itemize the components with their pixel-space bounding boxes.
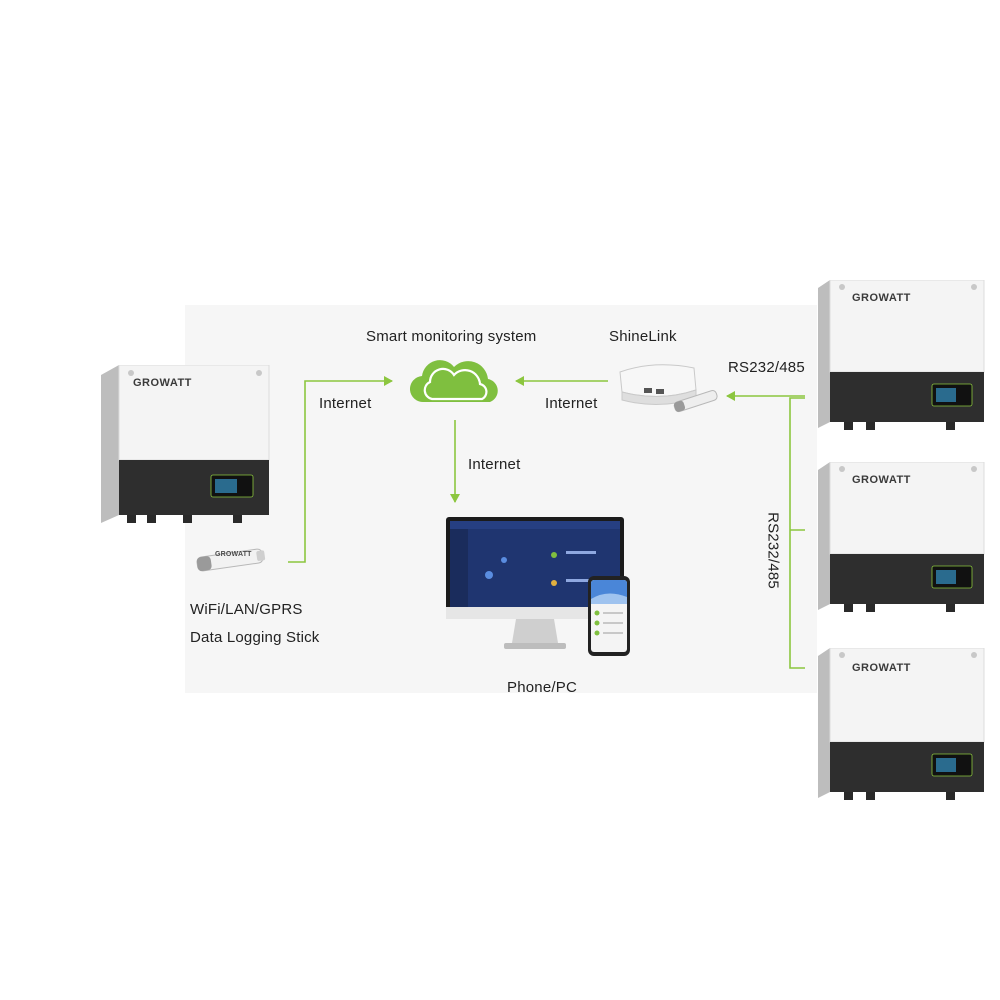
inverter-logo: GROWATT	[852, 662, 911, 674]
diagram-panel	[185, 305, 817, 693]
inverter-right-1: GROWATT	[818, 279, 986, 430]
cloud-title-label: Smart monitoring system	[366, 328, 537, 345]
inverter-left: GROWATT	[93, 364, 273, 525]
inverter-logo: GROWATT	[852, 474, 911, 486]
inverter-logo: GROWATT	[133, 377, 192, 389]
rs-top-label: RS232/485	[728, 359, 805, 376]
router-icon	[619, 364, 718, 413]
internet-right-label: Internet	[545, 395, 598, 412]
inverter-right-3: GROWATT	[818, 647, 986, 800]
internet-down-label: Internet	[468, 456, 521, 473]
stick-to-cloud-line	[288, 376, 393, 563]
rs-side-label: RS232/485	[764, 512, 782, 589]
usb-stick-icon: GROWATT	[193, 545, 268, 575]
stick-label-line1: WiFi/LAN/GPRS	[190, 601, 303, 618]
inverter-right-2: GROWATT	[818, 461, 986, 612]
stick-logo: GROWATT	[215, 551, 252, 558]
cloud-icon	[410, 360, 498, 403]
stick-label-line2: Data Logging Stick	[190, 629, 320, 646]
rs485-bus-line	[789, 397, 805, 669]
phone-icon	[588, 576, 630, 656]
shinelink-label: ShineLink	[609, 328, 677, 345]
inverter-logo: GROWATT	[852, 292, 911, 304]
devices-label: Phone/PC	[507, 679, 577, 696]
internet-left-label: Internet	[319, 395, 372, 412]
